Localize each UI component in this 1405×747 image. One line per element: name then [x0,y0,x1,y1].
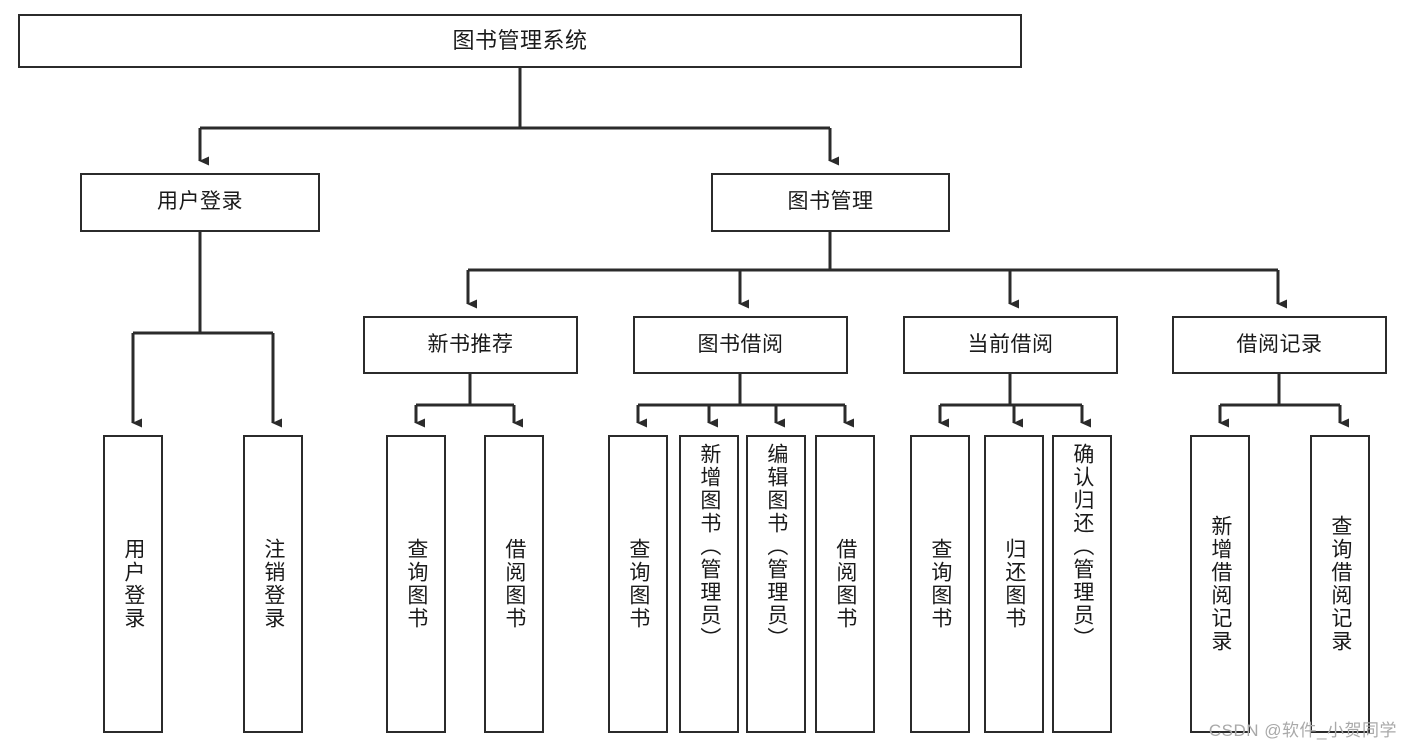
node-label: 注销登录 [261,538,285,630]
node-book-manage[interactable]: 图书管理 [711,173,950,232]
node-leaf-query-record[interactable]: 查询借阅记录 [1310,435,1370,733]
node-leaf-query-book-1[interactable]: 查询图书 [386,435,446,733]
node-leaf-edit-book[interactable]: 编辑图书（管理员） [746,435,806,733]
node-label: 图书管理 [787,190,874,214]
node-borrow-record[interactable]: 借阅记录 [1172,316,1387,374]
node-leaf-logout[interactable]: 注销登录 [243,435,303,733]
node-leaf-query-book-2[interactable]: 查询图书 [608,435,668,733]
node-label: 新增借阅记录 [1208,515,1232,653]
node-label: 图书借阅 [697,332,784,356]
node-leaf-borrow-book-1[interactable]: 借阅图书 [484,435,544,733]
node-book-borrow[interactable]: 图书借阅 [633,316,848,374]
node-label: 新增图书（管理员） [697,443,721,650]
node-leaf-borrow-book-2[interactable]: 借阅图书 [815,435,875,733]
node-label: 借阅图书 [502,538,526,630]
node-label: 借阅记录 [1236,332,1323,356]
node-label: 当前借阅 [967,332,1054,356]
node-user-login[interactable]: 用户登录 [80,173,320,232]
csdn-watermark: CSDN @软件_小贺同学 [1208,721,1397,740]
node-label: 新书推荐 [427,332,514,356]
node-leaf-add-record[interactable]: 新增借阅记录 [1190,435,1250,733]
node-leaf-user-login[interactable]: 用户登录 [103,435,163,733]
node-label: 图书管理系统 [452,28,588,54]
node-label: 查询图书 [626,538,650,630]
node-leaf-add-book[interactable]: 新增图书（管理员） [679,435,739,733]
node-label: 查询借阅记录 [1328,515,1352,653]
node-root[interactable]: 图书管理系统 [18,14,1022,68]
node-label: 用户登录 [121,538,145,630]
node-label: 借阅图书 [833,538,857,630]
node-label: 查询图书 [928,538,952,630]
node-label: 用户登录 [157,190,243,214]
node-leaf-confirm-return[interactable]: 确认归还（管理员） [1052,435,1112,733]
node-label: 归还图书 [1002,538,1026,630]
node-label: 查询图书 [404,538,428,630]
node-label: 确认归还（管理员） [1070,443,1094,650]
node-leaf-return-book[interactable]: 归还图书 [984,435,1044,733]
node-new-book-rec[interactable]: 新书推荐 [363,316,578,374]
node-label: 编辑图书（管理员） [764,443,788,650]
node-leaf-query-book-3[interactable]: 查询图书 [910,435,970,733]
node-current-borrow[interactable]: 当前借阅 [903,316,1118,374]
